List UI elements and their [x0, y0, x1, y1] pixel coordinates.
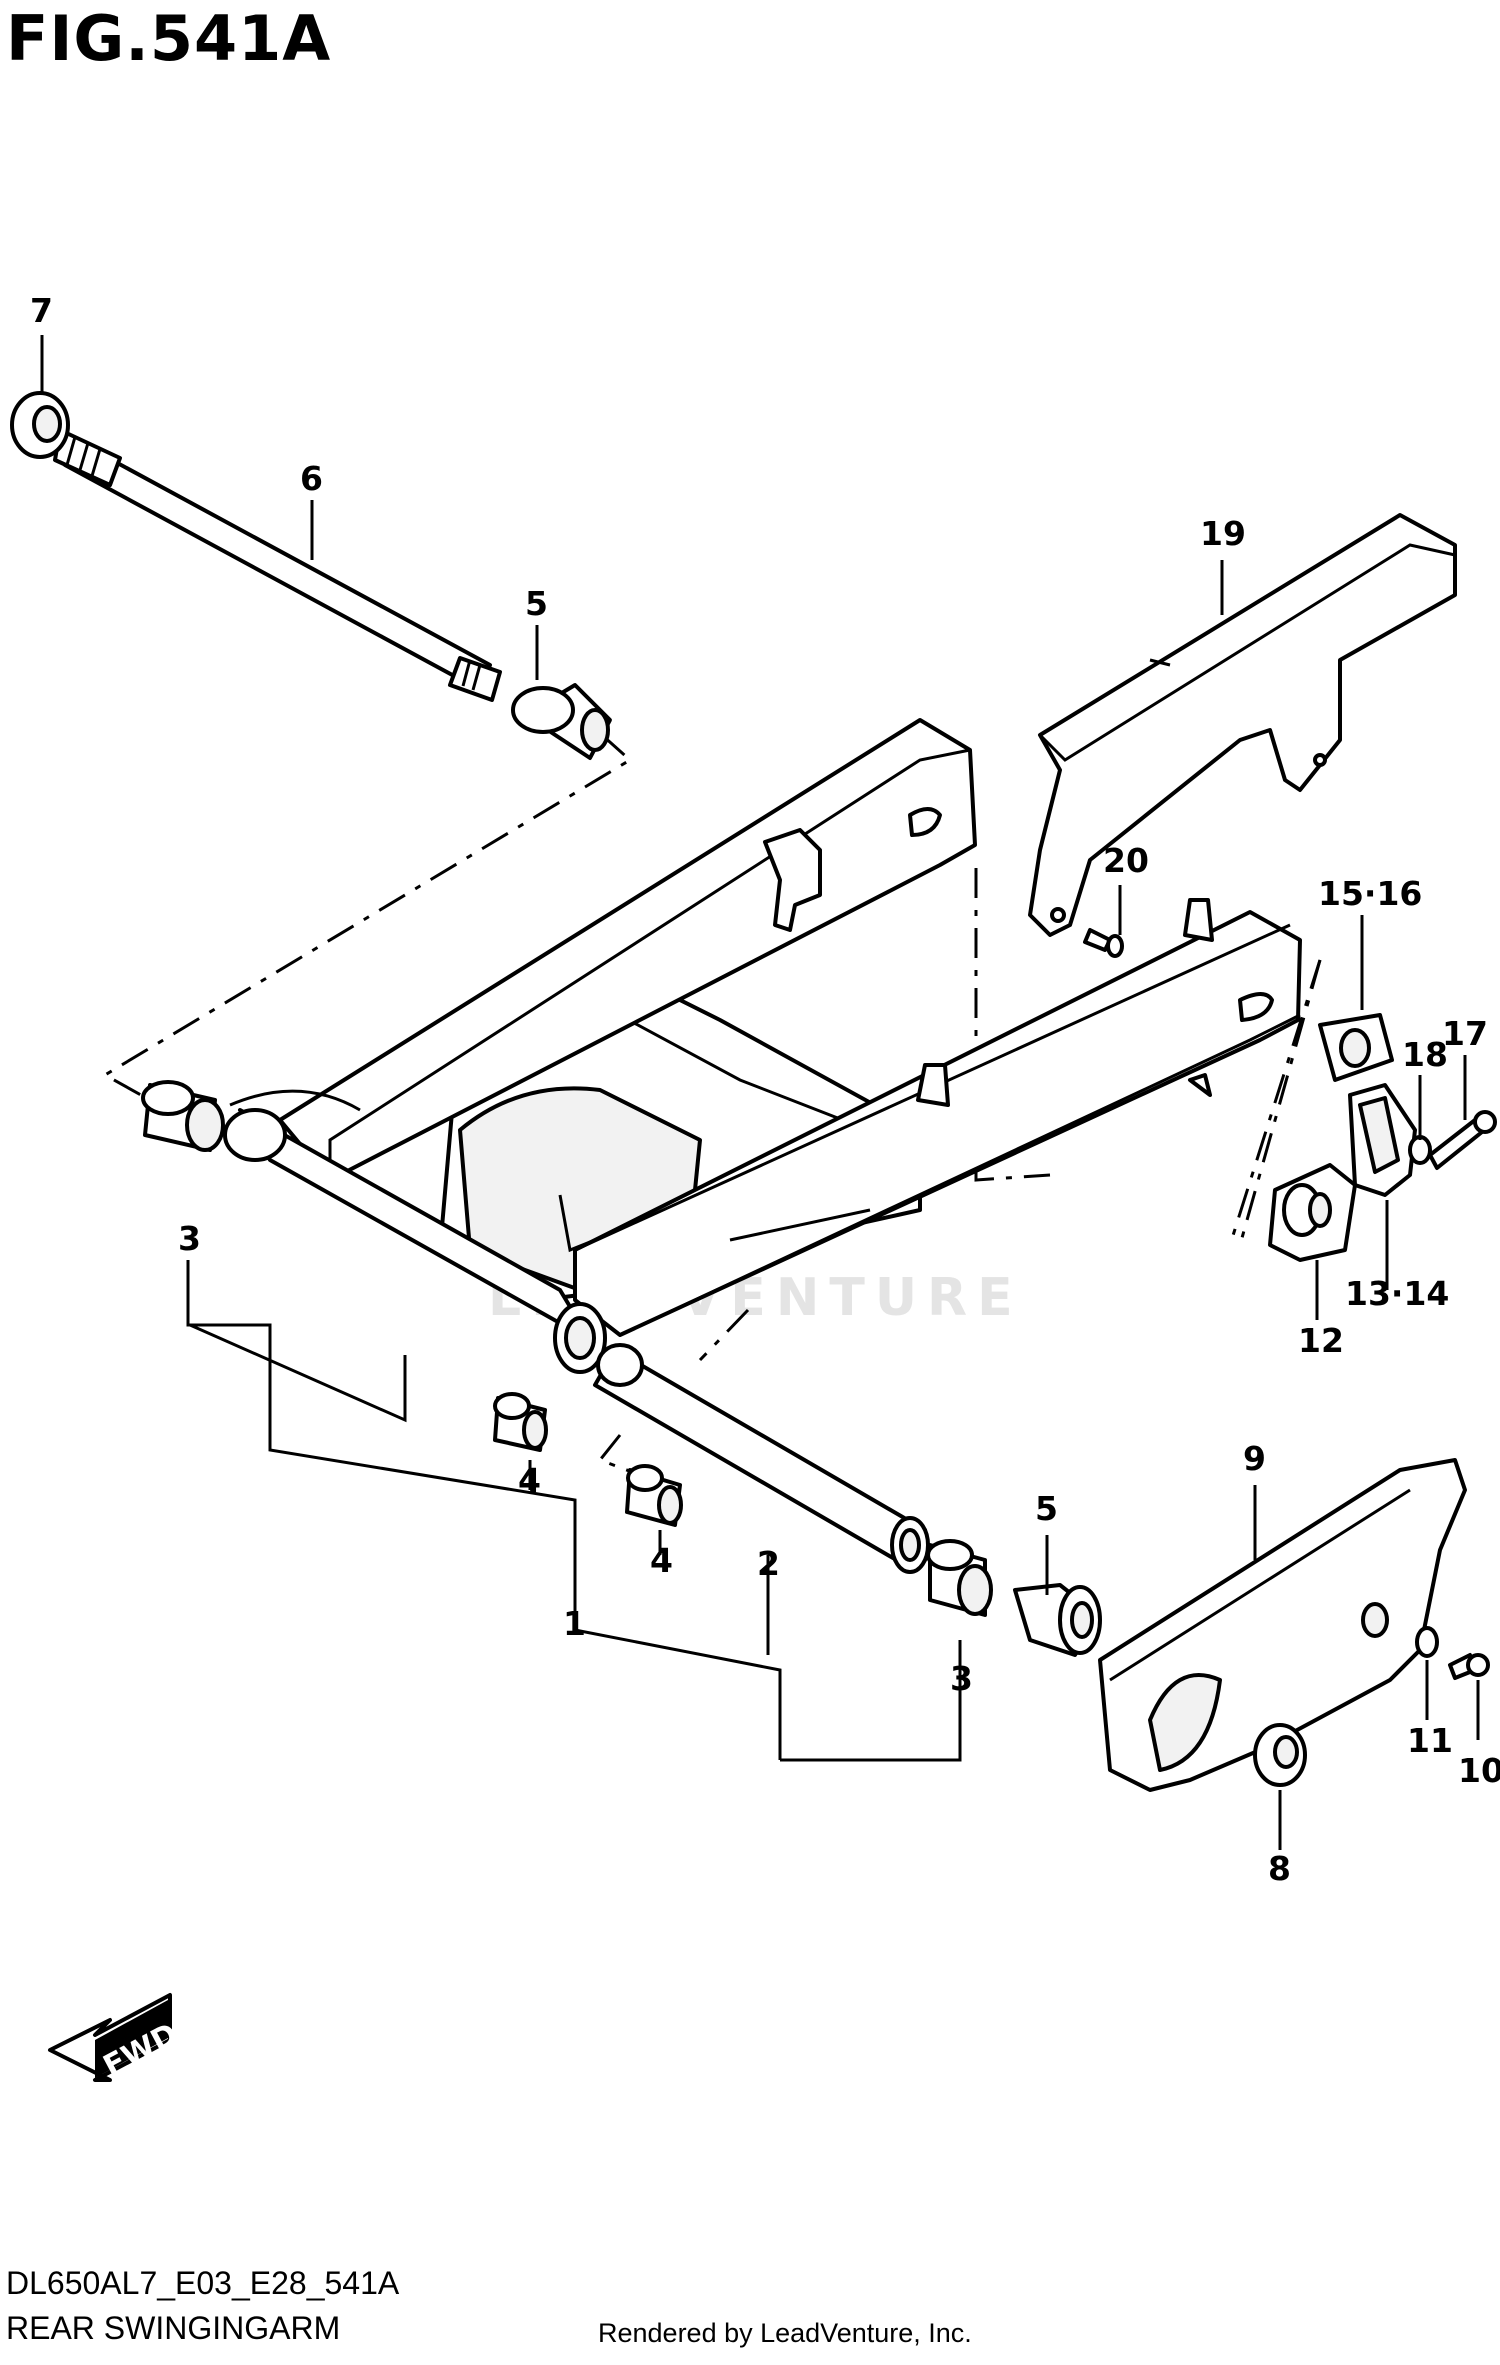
- collar-upper: [511, 683, 612, 760]
- bearing-left: [141, 1080, 225, 1152]
- callout-4-upper: 4: [518, 1461, 541, 1500]
- pivot-shaft: [53, 428, 502, 702]
- callout-6: 6: [300, 459, 323, 498]
- callout-2: 2: [757, 1544, 780, 1583]
- callout-8: 8: [1268, 1849, 1291, 1888]
- callout-17: 17: [1442, 1014, 1488, 1053]
- pivot-nut: [10, 391, 70, 459]
- spacer-pipe: [593, 1343, 930, 1574]
- adjuster-bolt: [1428, 1110, 1497, 1170]
- callout-3-left: 3: [178, 1219, 201, 1258]
- adjuster-plate: [1318, 1013, 1394, 1082]
- axle-nut: [1253, 1723, 1307, 1787]
- callout-labels: 7 6 5 19 20 15·16 17 18 13·14 12 3 4 4 2…: [30, 291, 1500, 1888]
- callout-1: 1: [563, 1604, 586, 1643]
- buffer-bolt: [1448, 1653, 1490, 1680]
- needle-bearing-lower: [625, 1464, 683, 1527]
- callout-19: 19: [1200, 514, 1246, 553]
- chain-buffer: [1098, 1458, 1467, 1792]
- callout-10: 10: [1458, 1751, 1500, 1790]
- callout-15-16: 15·16: [1318, 874, 1422, 913]
- callout-3-right: 3: [950, 1659, 973, 1698]
- swingarm: [223, 718, 1302, 1374]
- callout-11: 11: [1407, 1721, 1453, 1760]
- callout-4-lower: 4: [650, 1541, 673, 1580]
- chain-cover: [1028, 513, 1457, 937]
- leader-lines: [40, 335, 1480, 1850]
- callout-20: 20: [1103, 841, 1149, 880]
- callout-5-lower: 5: [1035, 1489, 1058, 1528]
- adjuster-nut: [1408, 1135, 1432, 1165]
- bearing-right: [926, 1539, 993, 1617]
- callout-7: 7: [30, 291, 53, 330]
- callout-5-upper: 5: [525, 584, 548, 623]
- diagram-code: DL650AL7_E03_E28_541A: [6, 2265, 400, 2301]
- callout-12: 12: [1298, 1321, 1344, 1360]
- buffer-collar: [1415, 1626, 1439, 1658]
- callout-18: 18: [1402, 1035, 1448, 1074]
- figure-title: FIG.541A: [6, 2, 332, 75]
- rendered-by-credit: Rendered by LeadVenture, Inc.: [598, 2318, 972, 2348]
- callout-13-14: 13·14: [1345, 1274, 1449, 1313]
- cover-screw: [1083, 928, 1124, 958]
- callout-9: 9: [1243, 1439, 1266, 1478]
- collar-lower: [1013, 1583, 1102, 1657]
- chain-adjuster: [1268, 1163, 1357, 1262]
- fwd-arrow: FWD: [48, 1993, 184, 2084]
- diagram-caption: REAR SWINGINGARM: [6, 2310, 341, 2346]
- chain-puller: [1348, 1083, 1417, 1197]
- needle-bearing-upper: [493, 1392, 548, 1452]
